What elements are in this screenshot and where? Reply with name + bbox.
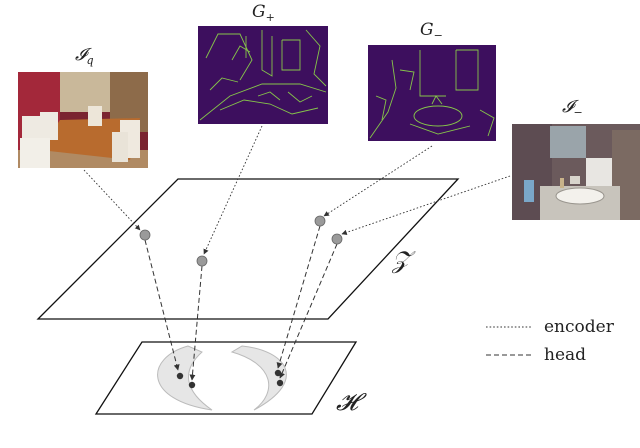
encoder-arrow-edge-positive: [204, 126, 262, 254]
head-point-query: [177, 373, 183, 379]
label-query-image: 𝓘q: [75, 45, 94, 67]
head-point-negative: [277, 380, 283, 386]
cluster-right: [232, 346, 286, 410]
cluster-left: [158, 346, 212, 410]
head-point-edge-negative: [275, 370, 281, 376]
legend-encoder-label: encoder: [544, 317, 615, 337]
head-arrow-edge-negative: [278, 226, 320, 368]
head-point-edge-positive: [189, 382, 195, 388]
negative-image: [512, 124, 640, 220]
edge-map-positive: [198, 26, 328, 124]
head-arrow-edge-positive: [192, 266, 202, 380]
query-image: [18, 72, 148, 168]
latent-point-query: [140, 230, 150, 240]
label-edge-positive: G+: [252, 2, 275, 24]
latent-point-edge-negative: [315, 216, 325, 226]
head-plane-h: [96, 342, 356, 414]
latent-point-edge-positive: [197, 256, 207, 266]
encoder-arrow-negative: [342, 176, 510, 234]
encoder-arrow-edge-negative: [324, 146, 432, 216]
label-latent-space: 𝒵: [391, 246, 416, 274]
head-arrow-negative: [280, 244, 337, 378]
legend-head-label: head: [544, 345, 586, 365]
label-edge-negative: G−: [420, 20, 443, 42]
legend: encoder head: [486, 317, 615, 365]
label-negative-image: 𝓘−: [562, 97, 583, 119]
edge-map-negative: [368, 45, 496, 141]
head-arrow-query: [145, 240, 178, 370]
label-head-space: 𝓗: [336, 388, 367, 416]
latent-point-negative: [332, 234, 342, 244]
encoder-arrow-query: [84, 170, 140, 230]
